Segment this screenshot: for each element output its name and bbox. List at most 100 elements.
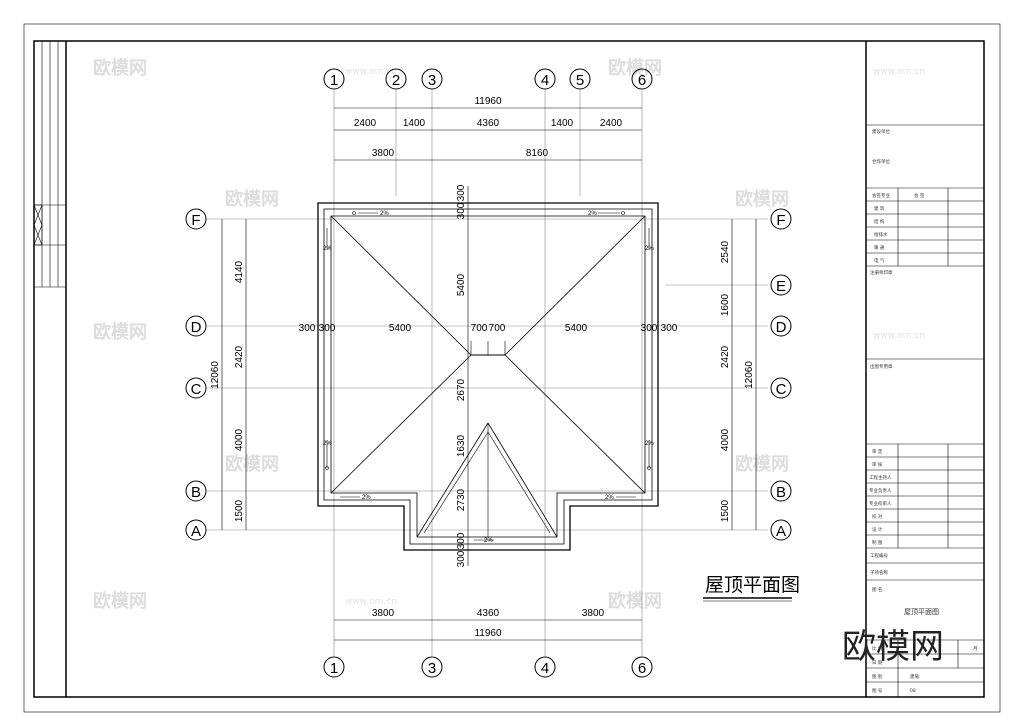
grid-bubbles-bottom: 1 3 4 6 [323,656,653,678]
grid-label: D [776,319,787,336]
dim-text: 5400 [565,323,588,334]
dim-text: 3800 [372,608,395,619]
watermark-url: www.om.cn [873,67,925,77]
dim-text: 11960 [474,628,502,639]
watermark: 欧模网 [225,453,279,475]
dim-text: 11960 [474,96,502,107]
watermark: 欧模网 [735,188,789,210]
watermark-url: www.om.cn [345,67,397,77]
grid-bubbles-right: F E D C B A [770,208,792,541]
grid-label: C [776,381,787,398]
dim-text: 12060 [744,361,755,389]
slope-arrows: 2% 2% 2% 2% 2% 2% 2% 2% 2% [323,211,654,544]
slope-label: 2% [323,441,332,447]
grid-label: A [776,523,786,540]
dim-text: 300 [661,323,678,334]
slope-label: 2% [380,211,389,217]
dim-text: 2400 [354,118,377,129]
watermark: 欧模网 [93,321,147,343]
watermark: 欧模网 [608,590,662,612]
dim-text: 2400 [600,118,623,129]
dimension-lines [221,107,757,641]
watermarks: 欧模网 欧模网 欧模网 欧模网 欧模网 欧模网 欧模网 欧模网 欧模网 www.… [93,57,925,612]
tb-footer-row: 图 号 [872,688,883,694]
watermark-url: www.om.cn [345,597,397,607]
watermark: 欧模网 [225,188,279,210]
tb-staff-row: 审 核 [872,461,883,468]
dim-text: 300 [456,184,467,201]
dim-text: 700 [471,323,488,334]
slope-label: 2% [323,246,332,252]
grid-label: 3 [428,660,436,677]
grid-label: 4 [541,72,549,89]
dim-text: 2670 [456,378,467,401]
slope-label: 2% [484,538,493,544]
grid-label: 2 [392,72,400,89]
tb-project-no: 工程编号 [870,552,888,559]
tb-sign-col: 会 签 [914,192,925,199]
tb-sign-row: 电 气 [874,257,885,264]
tb-staff-row: 设 计 [872,526,883,533]
dim-text: 2420 [234,345,245,368]
grid-label: B [776,484,786,501]
grid-label: 1 [330,72,338,89]
dimension-texts: 11960 2400 1400 4360 1400 2400 3800 8160… [210,96,755,639]
grid-label: 4 [541,660,549,677]
sheet-outer-border [23,23,1001,713]
grid-bubbles-top: 1 2 3 4 5 6 [323,68,653,90]
dim-text: 2730 [456,488,467,511]
grid-label: 3 [428,72,436,89]
tb-footer-value: 08 [910,688,916,694]
grid-label: A [191,523,201,540]
slope-label: 2% [645,441,654,447]
tb-sign-row: 建 筑 [874,205,885,212]
grid-label: 1 [330,660,338,677]
watermark: 欧模网 [93,57,147,79]
tb-project-name: 合作单位 [872,158,890,165]
dim-text: 300 [319,323,336,334]
tb-staff-row: 专业校审人 [869,500,892,507]
dim-text: 3800 [372,148,395,159]
dim-text: 4000 [720,428,731,451]
dim-text: 2420 [720,345,731,368]
tb-build-unit: 建设单位 [872,128,890,135]
tb-staff-row: 校 对 [872,513,883,520]
watermark: 欧模网 [735,453,789,475]
grid-axes [207,90,768,656]
tb-notes2: 出图专用章 [870,363,893,370]
tb-staff-row: 审 定 [872,448,883,455]
title-block: 建设单位 合作单位 会签专业 会 签 建 筑 结 构 给排水 暖 通 电 气 注… [866,124,984,697]
tb-sign-row: 会签专业 [872,192,890,199]
tb-staff-row: 工程主持人 [869,474,892,481]
tb-footer-value: 建施 [910,673,919,680]
tb-footer-right: 月 [973,646,978,652]
slope-label: 2% [645,246,654,252]
dim-text: 300 [456,532,467,549]
tb-staff-row: 制 图 [872,539,883,546]
grid-bubbles-left: F D C B A [185,208,207,541]
dim-text: 300 [299,323,316,334]
tb-footer-row: 图 别 [872,673,883,680]
slope-label: 2% [605,495,614,501]
dim-text: 3800 [582,608,605,619]
dim-text: 1500 [720,499,731,522]
dim-text: 2540 [720,240,731,263]
sheet-frame [33,40,985,698]
dim-text: 700 [489,323,506,334]
watermark: 欧模网 [608,57,662,79]
grid-label: F [191,212,200,229]
watermark: 欧模网 [93,590,147,612]
grid-label: D [191,319,202,336]
grid-label: 6 [638,72,646,89]
roof-outline [317,202,659,551]
dim-text: 5400 [456,273,467,296]
watermark-url: www.om.cn [873,331,925,341]
drawing-title: 屋顶平面图 [705,574,800,596]
dim-text: 1400 [403,118,426,129]
dim-text: 1600 [720,293,731,316]
grid-label: B [191,484,201,501]
dim-text: 12060 [210,361,221,389]
dim-text: 300 [456,550,467,567]
dim-text: 4000 [234,428,245,451]
